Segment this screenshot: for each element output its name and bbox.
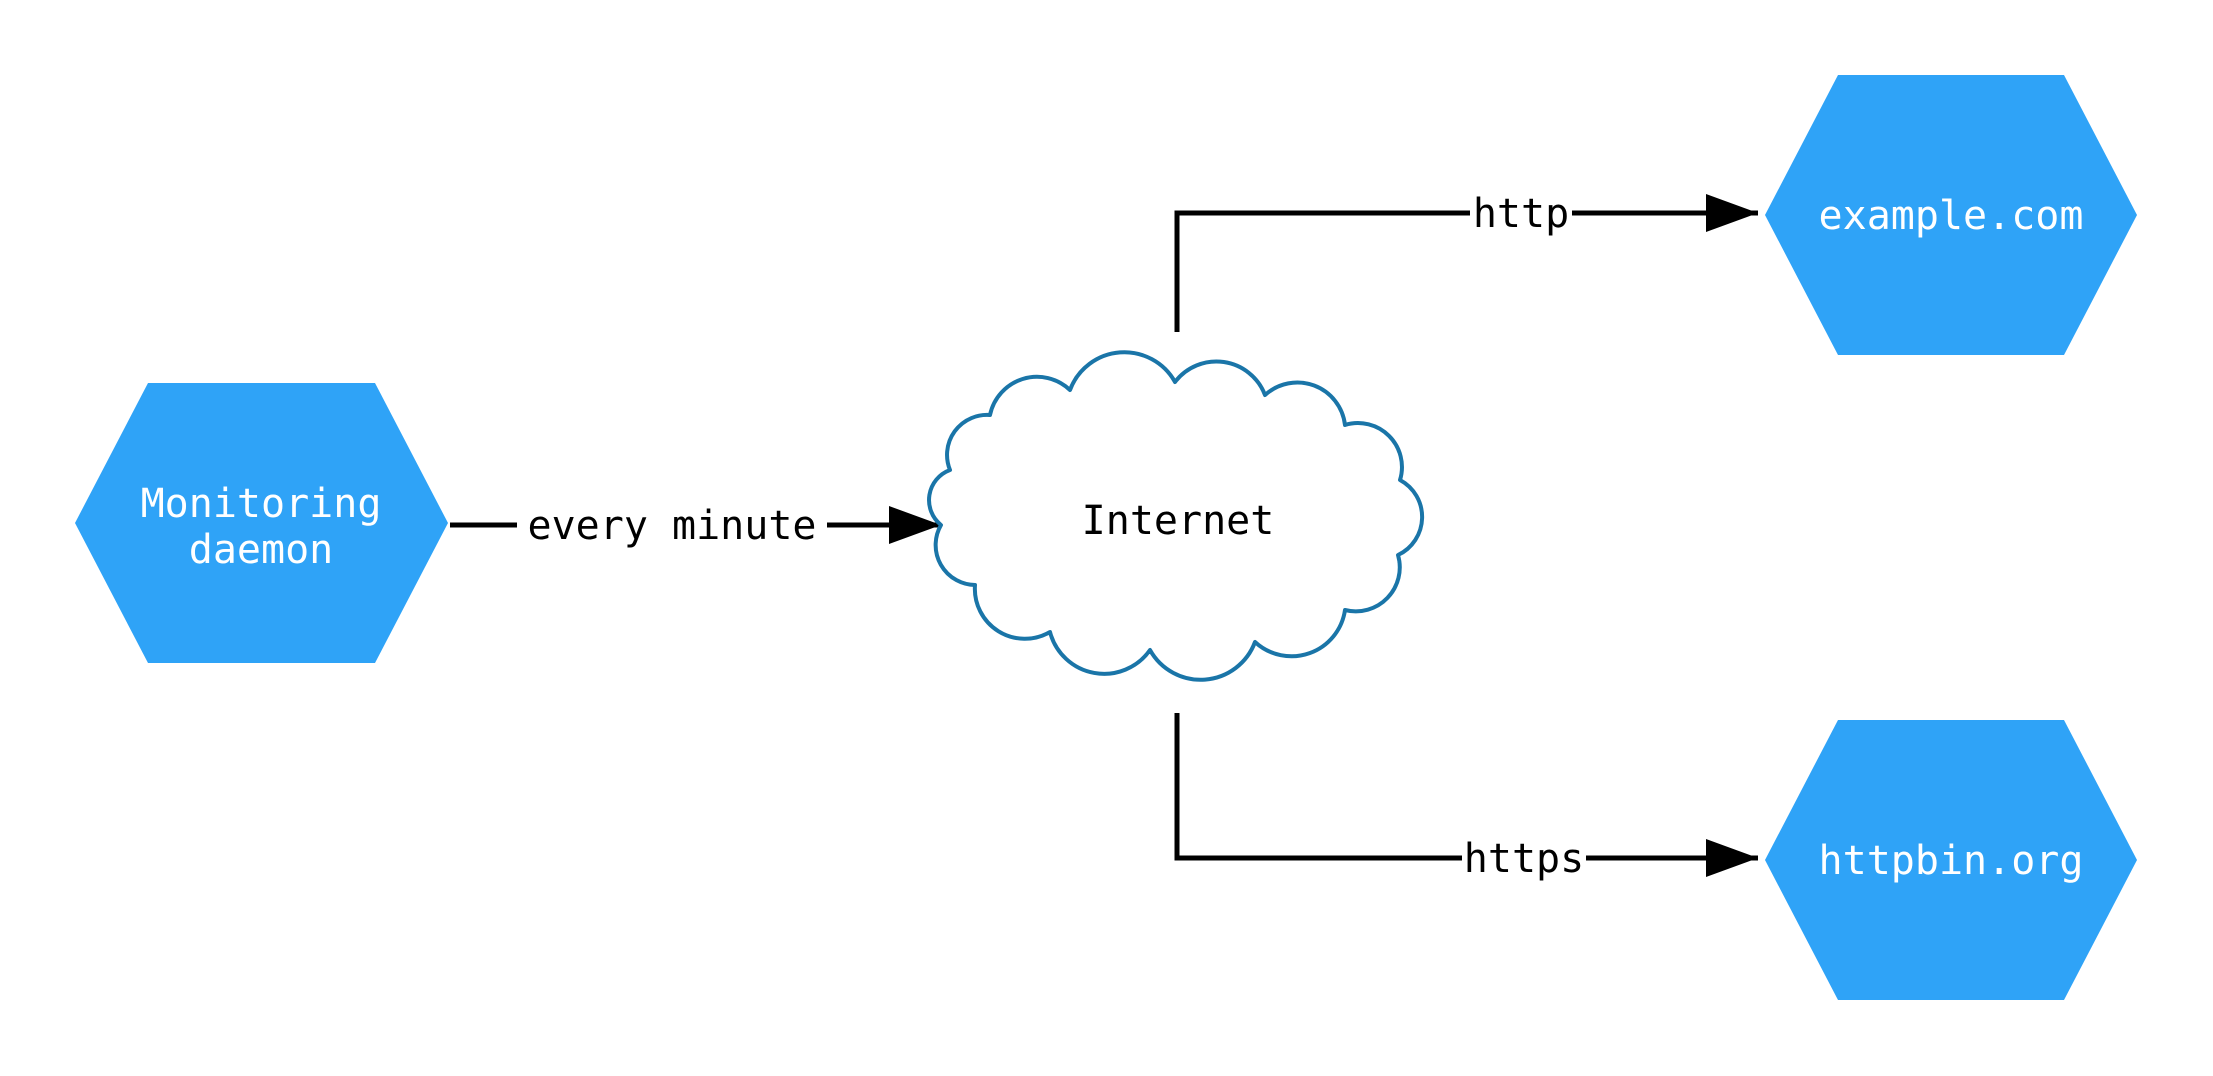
monitoring-daemon-label-line2: daemon: [189, 527, 334, 573]
edge-https: https: [1174, 713, 1758, 882]
edge-every-minute: every minute: [450, 503, 941, 549]
edge-https-label: https: [1464, 836, 1584, 882]
monitoring-daemon-hexagon: [75, 383, 448, 663]
edge-http: http: [1174, 191, 1758, 332]
example-com-hexagon: [1765, 75, 2137, 355]
httpbin-org-label: httpbin.org: [1819, 838, 2084, 884]
monitoring-daemon-label-line1: Monitoring: [141, 481, 382, 527]
internet-cloud-node: Internet: [927, 350, 1425, 682]
cloud-icon: [927, 350, 1425, 682]
example-com-node: example.com: [1765, 75, 2137, 355]
monitoring-daemon-node: Monitoring daemon: [75, 383, 448, 663]
httpbin-org-hexagon: [1765, 720, 2137, 1000]
edge-http-elbow: [1174, 210, 1470, 332]
internet-label: Internet: [1082, 498, 1275, 544]
edge-https-elbow: [1174, 713, 1462, 861]
example-com-label: example.com: [1819, 193, 2084, 239]
edge-http-label: http: [1473, 191, 1569, 237]
httpbin-org-node: httpbin.org: [1765, 720, 2137, 1000]
edge-every-minute-label: every minute: [528, 503, 817, 549]
